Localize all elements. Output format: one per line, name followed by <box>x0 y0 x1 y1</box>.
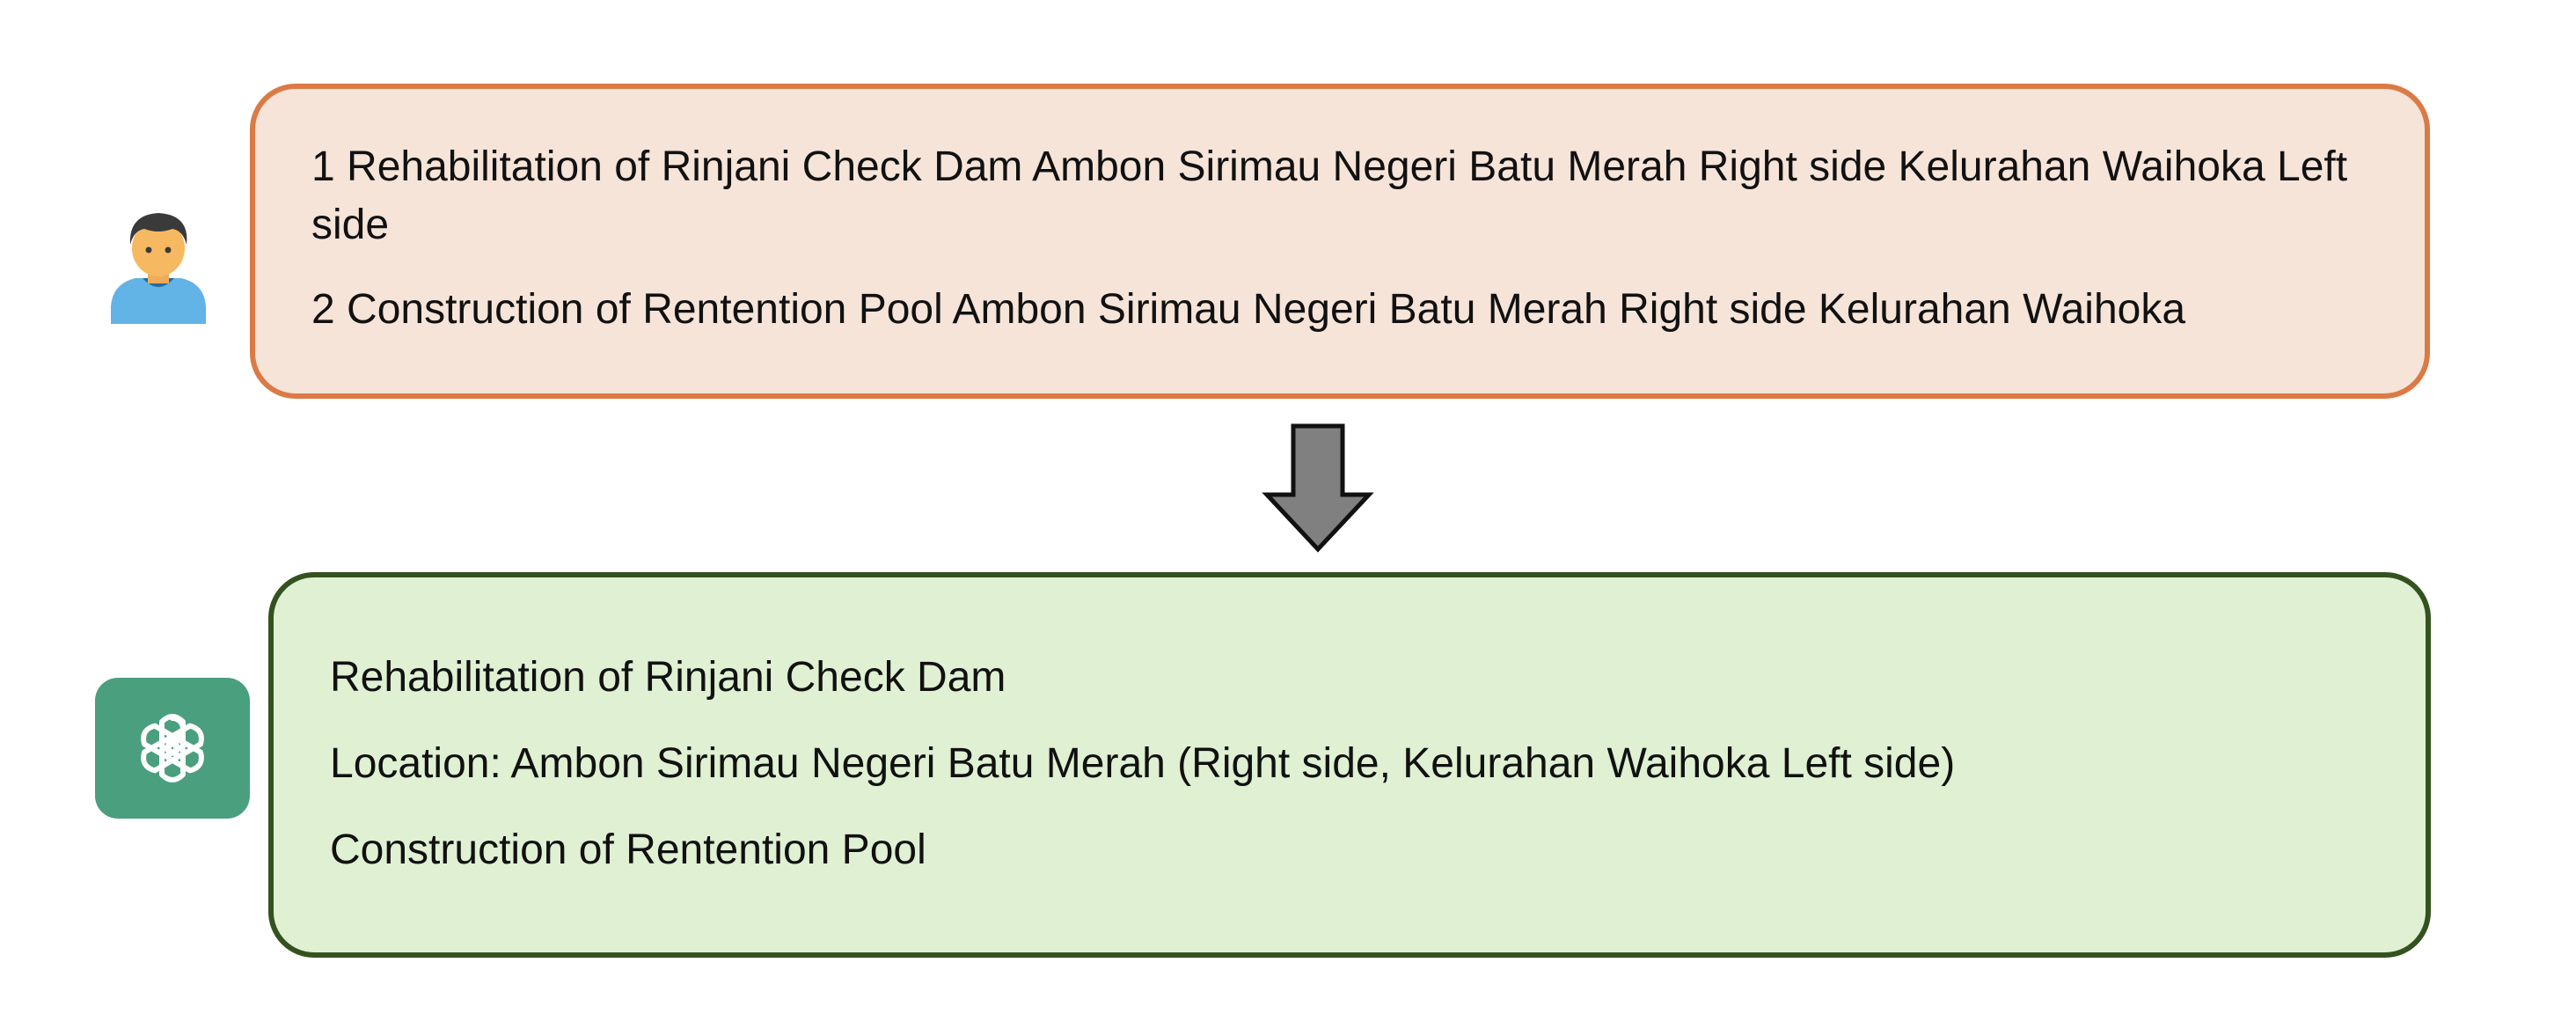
down-arrow-icon <box>1262 422 1374 553</box>
user-message-box: 1 Rehabilitation of Rinjani Check Dam Am… <box>250 84 2430 399</box>
assistant-message-line-2: Location: Ambon Sirimau Negeri Batu Mera… <box>330 740 1956 787</box>
user-message-line-2: 2 Construction of Rentention Pool Ambon … <box>311 286 2186 333</box>
assistant-message-line-1: Rehabilitation of Rinjani Check Dam <box>330 654 1006 701</box>
user-avatar-icon <box>109 204 208 324</box>
assistant-message-box: Rehabilitation of Rinjani Check Dam Loca… <box>268 572 2431 958</box>
user-message-line-1: 1 Rehabilitation of Rinjani Check Dam Am… <box>311 143 2348 248</box>
assistant-message-line-3: Construction of Rentention Pool <box>330 827 926 873</box>
openai-logo-icon <box>95 678 250 819</box>
